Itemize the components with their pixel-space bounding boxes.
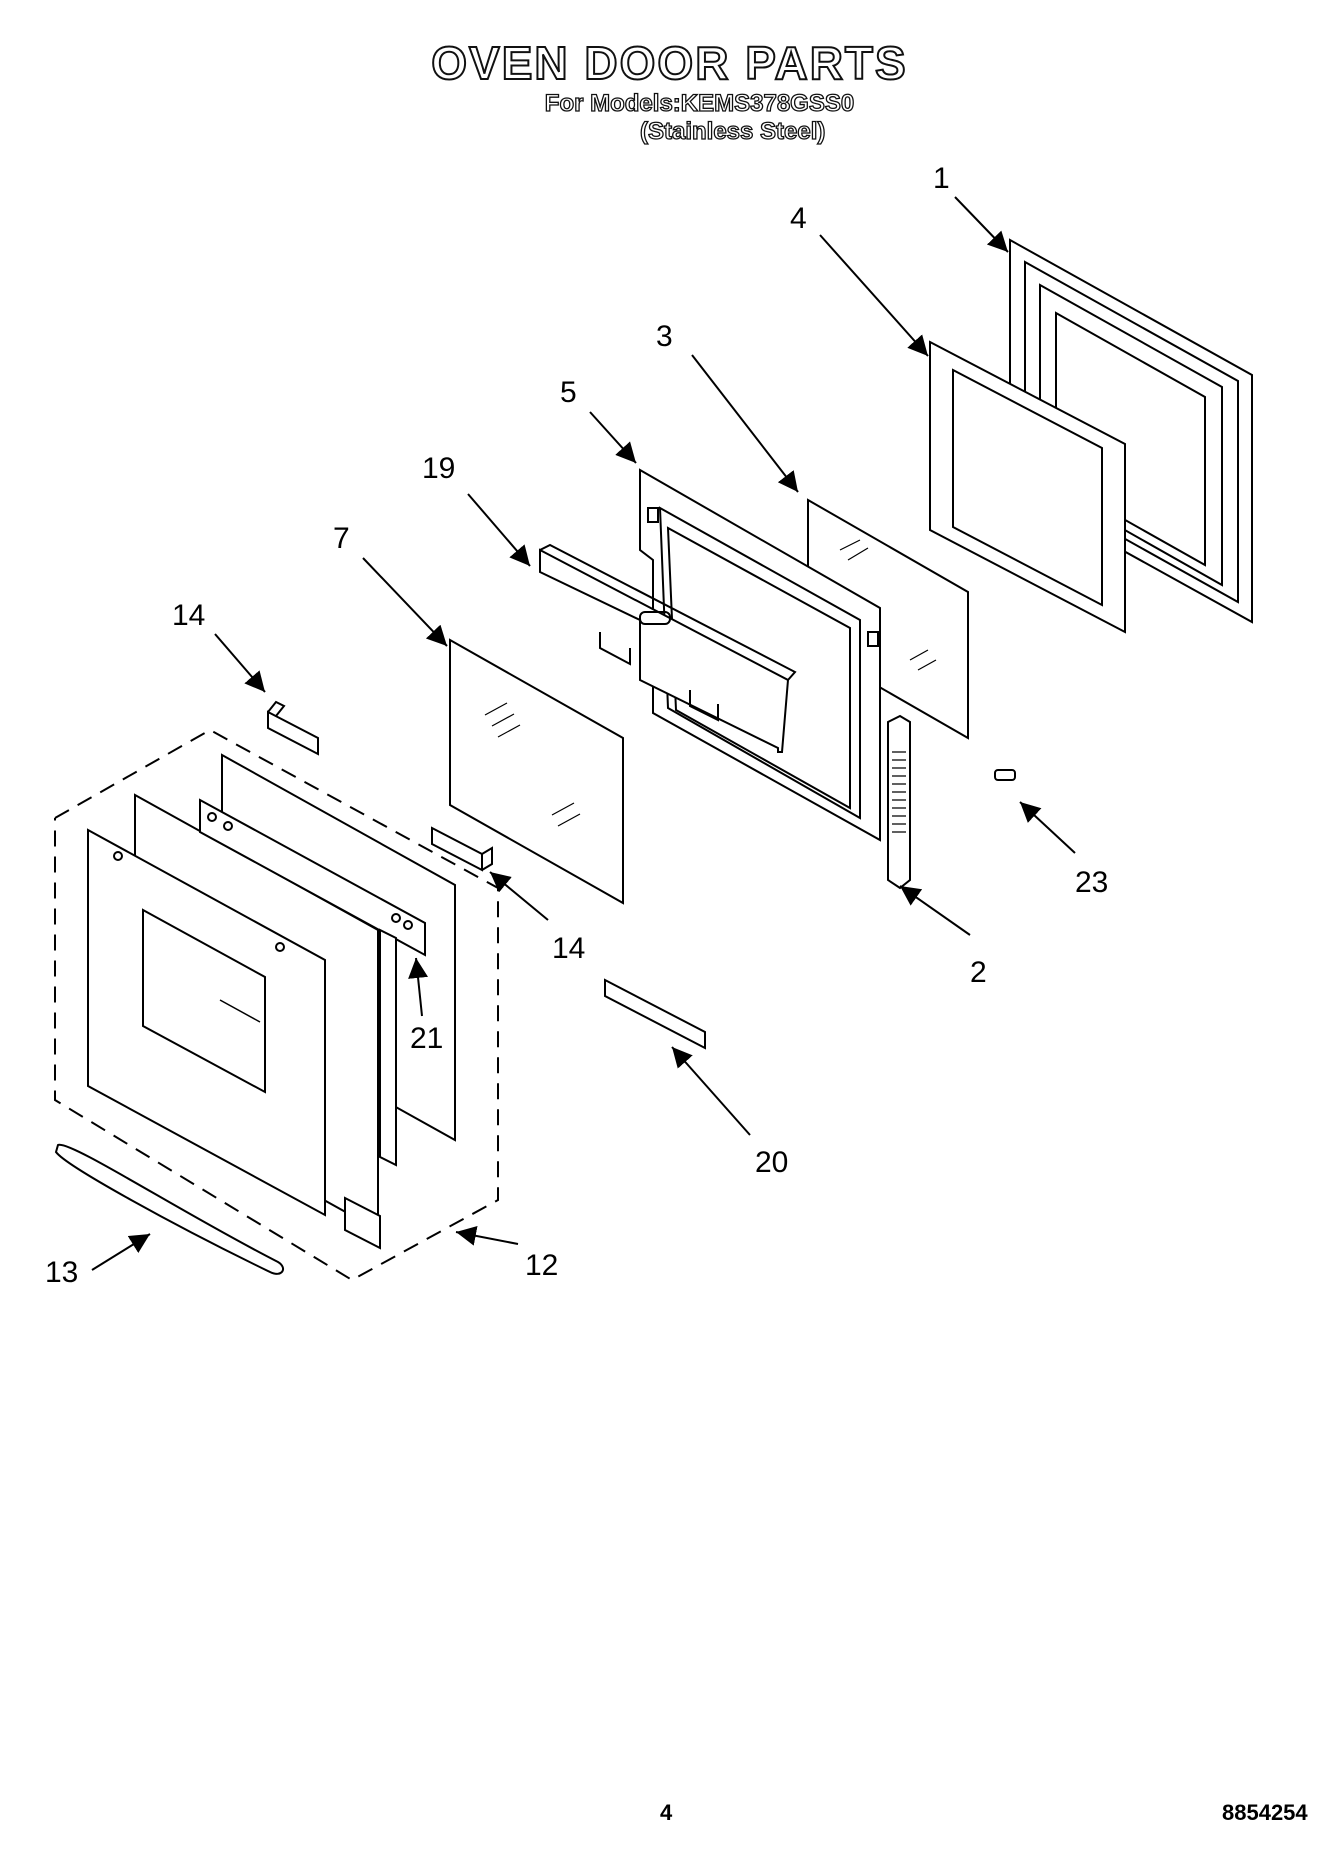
part-13-door-handle — [54, 1143, 285, 1275]
callout-7: 7 — [333, 522, 350, 555]
part-7-glass-panel — [449, 638, 624, 905]
part-23-clip — [994, 769, 1016, 781]
model-subtitle: For Models:KEMS378GSS0 — [544, 89, 855, 117]
callout-leaders — [91, 196, 1076, 1271]
page-number: 4 — [660, 1800, 673, 1825]
model-finish-note: (Stainless Steel) — [639, 117, 826, 145]
callout-1: 1 — [933, 162, 950, 195]
callout-13: 13 — [45, 1256, 78, 1289]
page-title: OVEN DOOR PARTS — [430, 36, 908, 90]
front-door-panel — [87, 828, 326, 1217]
callout-12: 12 — [525, 1249, 558, 1282]
callout-4: 4 — [790, 202, 807, 235]
callout-21: 21 — [410, 1022, 443, 1055]
part-14-bracket-lower — [431, 826, 493, 872]
callout-14-upper: 14 — [172, 599, 205, 632]
callout-3: 3 — [656, 320, 673, 353]
part-19-insulation-shield — [539, 543, 797, 753]
part-4-inner-frame — [929, 340, 1126, 634]
callout-5: 5 — [560, 376, 577, 409]
document-code: 8854254 — [1222, 1800, 1308, 1825]
part-2-door-hinge — [887, 714, 911, 890]
callout-labels: 1 4 3 5 19 7 14 14 21 2 23 20 12 13 — [45, 162, 1108, 1289]
callout-19: 19 — [422, 452, 455, 485]
callout-20: 20 — [755, 1146, 788, 1179]
part-14-bracket-upper — [267, 700, 319, 756]
part-20-trim-strip — [604, 978, 706, 1050]
callout-14-lower: 14 — [552, 932, 585, 965]
callout-23: 23 — [1075, 866, 1108, 899]
part-12-door-assembly-boundary — [54, 728, 499, 1282]
callout-2: 2 — [970, 956, 987, 989]
